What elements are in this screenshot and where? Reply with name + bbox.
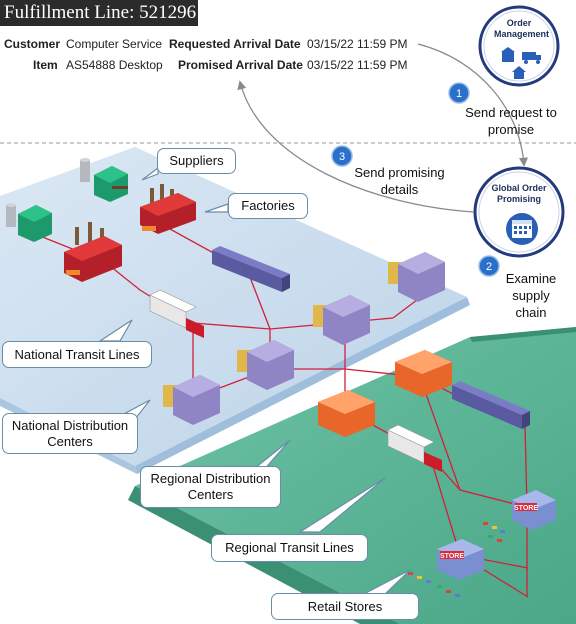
step-badge-3: 3: [331, 145, 353, 167]
factories-callout: Factories: [228, 193, 308, 219]
national-dc-3: [237, 340, 294, 390]
regional-dc-callout: Regional Distribution Centers: [140, 466, 281, 508]
global-order-promising-circle: [473, 166, 565, 258]
regional-dc-2: [318, 390, 375, 437]
promised-arrival-label: Promised Arrival Date: [178, 58, 303, 72]
supplier-warehouse-2: [6, 203, 52, 242]
customer-label: Customer: [4, 37, 61, 51]
factory-2: [64, 222, 122, 282]
national-dc-4: [163, 375, 220, 425]
supplier-warehouse-1: [80, 158, 128, 202]
step-number-2: 2: [486, 261, 492, 273]
store-sign-1: STORE: [514, 505, 538, 512]
truck-national: [149, 289, 204, 338]
step-1-label: Send request to promise: [465, 105, 557, 137]
promised-arrival-value: 03/15/22 11:59 PM: [307, 58, 408, 72]
national-transit-callout: National Transit Lines: [2, 341, 152, 368]
requested-arrival-value: 03/15/22 11:59 PM: [307, 37, 408, 51]
page-title: Fulfillment Line: 521296 - 1: [0, 0, 198, 26]
truck-regional: [387, 424, 442, 472]
regional-transit-callout: Regional Transit Lines: [211, 534, 368, 562]
customer-value: Computer Service: [66, 37, 163, 51]
order-management-circle: [478, 5, 560, 87]
requested-arrival-label: Requested Arrival Date: [169, 37, 301, 51]
retail-store-1: [512, 490, 556, 530]
retail-stores-callout: Retail Stores: [271, 593, 419, 620]
calendar-icon: [506, 213, 538, 245]
freight-train-national: [212, 246, 290, 292]
retail-store-2: [437, 539, 484, 580]
store-sign-2: STORE: [440, 553, 464, 560]
step-badge-1: 1: [448, 82, 470, 104]
step-badge-2: 2: [478, 255, 500, 277]
item-label: Item: [33, 58, 58, 72]
request-arrow: [417, 43, 529, 167]
callout-tails: [97, 166, 411, 597]
step-3-label: Send promising details: [354, 165, 445, 197]
delivery-truck-icon: [522, 52, 541, 64]
step-number-3: 3: [339, 151, 345, 163]
parked-cars: [408, 522, 505, 597]
regional-dc-1: [395, 350, 452, 397]
order-management-label: Order Management: [494, 18, 550, 39]
national-dc-callout: National Distribution Centers: [2, 413, 138, 454]
global-order-promising-label: Global Order Promising: [491, 183, 547, 204]
step-number-1: 1: [456, 88, 462, 100]
item-value: AS54888 Desktop: [66, 58, 163, 72]
step-2-label: Examine supply chain: [505, 271, 557, 320]
national-dc-1: [388, 252, 445, 302]
details-arrow: [237, 80, 475, 213]
freight-train-regional: [452, 381, 530, 429]
factory-1: [140, 184, 196, 234]
home-icon: [512, 66, 526, 79]
warehouse-icon: [501, 47, 515, 62]
suppliers-callout: Suppliers: [157, 148, 236, 174]
national-dc-2: [313, 295, 370, 345]
